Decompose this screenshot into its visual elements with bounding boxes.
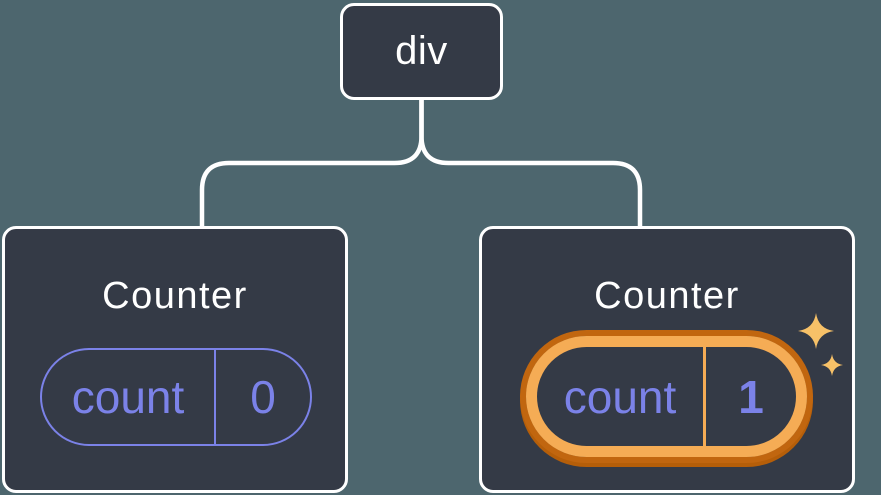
state-pill-count-1-highlighted: count 1 xyxy=(526,336,807,457)
sparkle-small-icon xyxy=(821,354,843,376)
counter-node-right: Counter count 1 xyxy=(479,226,855,493)
state-value: 0 xyxy=(250,371,276,423)
counter-node-left: Counter count 0 xyxy=(2,226,348,493)
state-key-label: count xyxy=(42,350,216,444)
counter-title: Counter xyxy=(594,275,740,317)
counter-title: Counter xyxy=(102,275,248,317)
state-value: 1 xyxy=(738,370,764,423)
state-key-label: count xyxy=(537,347,706,446)
connector-branch-left xyxy=(199,100,424,226)
connector-branch-right xyxy=(419,100,643,226)
root-div-node: div xyxy=(340,3,503,100)
sparkle-large-icon xyxy=(798,313,834,349)
root-div-label: div xyxy=(395,29,448,73)
sparkles-icon xyxy=(798,313,843,376)
state-pill-count-0: count 0 xyxy=(40,348,312,446)
